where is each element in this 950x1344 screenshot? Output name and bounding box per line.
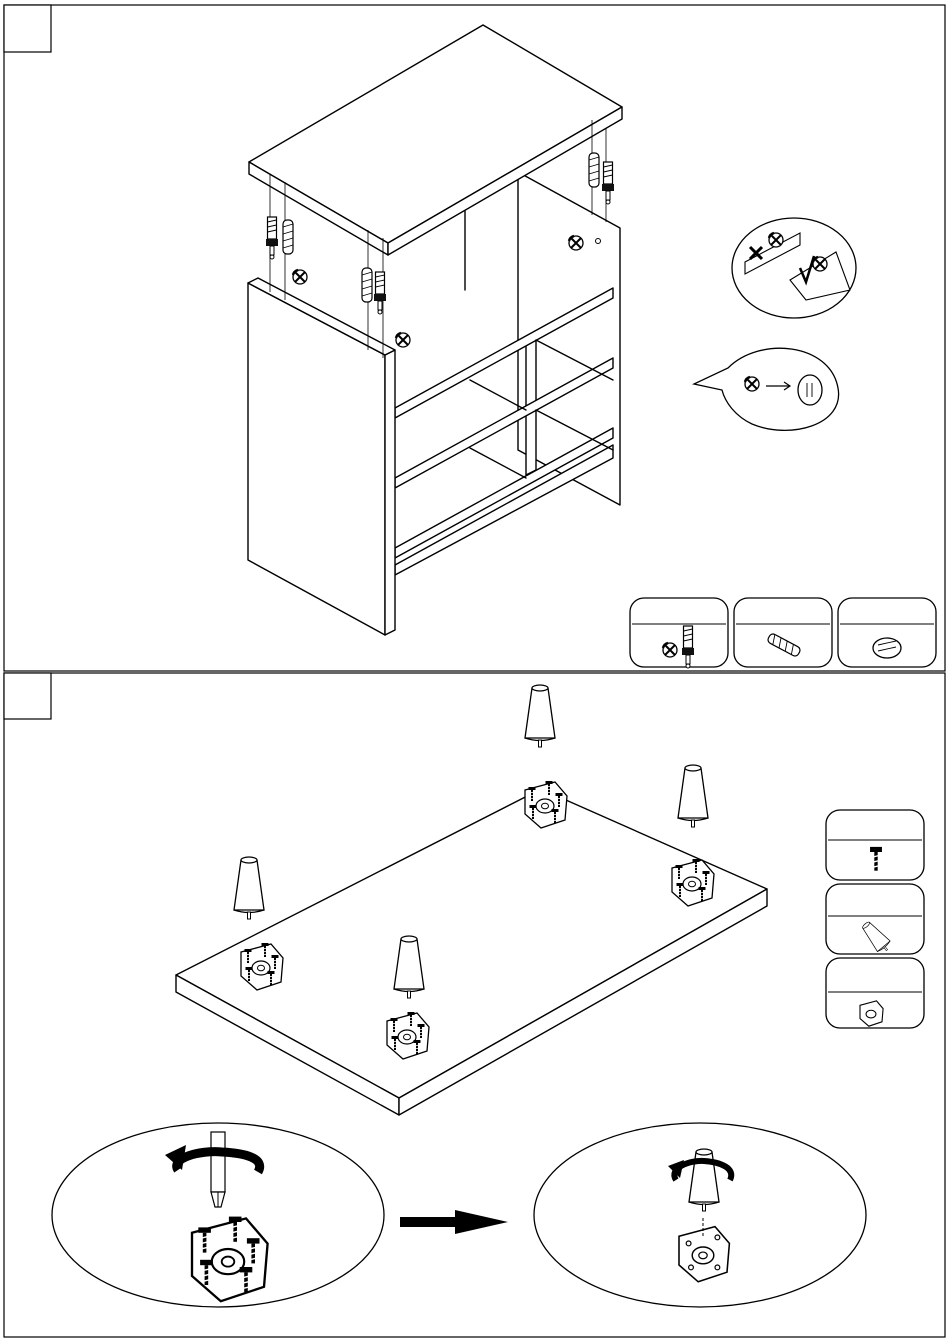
parts-box-dowel: [734, 598, 832, 667]
cam-lock-icon: [293, 270, 307, 284]
cam-bolt-icon: [374, 272, 386, 314]
step-one-parts-list: [630, 598, 936, 668]
wooden-dowel-icon: [283, 220, 293, 254]
wooden-dowel-icon: [362, 268, 372, 302]
cam-lock-icon: [663, 643, 677, 657]
parts-box-cam-bolt: [630, 598, 728, 668]
cam-bolt-icon: [266, 217, 278, 259]
parts-box-cover-cap: [838, 598, 936, 667]
cam-cap-callout: [694, 348, 839, 430]
parts-box-screw: [826, 810, 924, 880]
wooden-dowel-icon: [589, 153, 599, 187]
cam-lock-icon: [813, 257, 827, 271]
step-two-parts-list: [826, 810, 924, 1028]
cabinet-body: [248, 25, 622, 635]
tapered-leg-icon: [678, 765, 708, 827]
cover-cap-icon: [873, 638, 901, 658]
cam-lock-icon: [769, 233, 783, 247]
step-two-number-box: [4, 673, 51, 719]
mounting-plate-icon: [866, 1010, 876, 1018]
cam-lock-icon: [745, 377, 759, 391]
right-arrow-icon: [400, 1210, 508, 1234]
step-one-number-box: [4, 5, 51, 52]
cover-cap-icon: [798, 375, 822, 405]
screwdriver-icon: [211, 1132, 225, 1207]
cam-lock-icon: [396, 333, 410, 347]
parts-box-leg: [826, 884, 924, 955]
cam-lock-icon: [569, 236, 583, 250]
step-two-panel: [4, 673, 945, 1337]
attach-leg-detail: [534, 1123, 866, 1307]
parts-box-plate: [826, 958, 924, 1028]
cam-bolt-icon: [602, 162, 614, 204]
tapered-leg-icon: [234, 857, 264, 919]
screw-plate-detail: [52, 1123, 384, 1307]
cam-orientation-detail: [732, 218, 856, 318]
step-one-panel: [4, 5, 945, 671]
tapered-leg-icon: [525, 685, 555, 747]
